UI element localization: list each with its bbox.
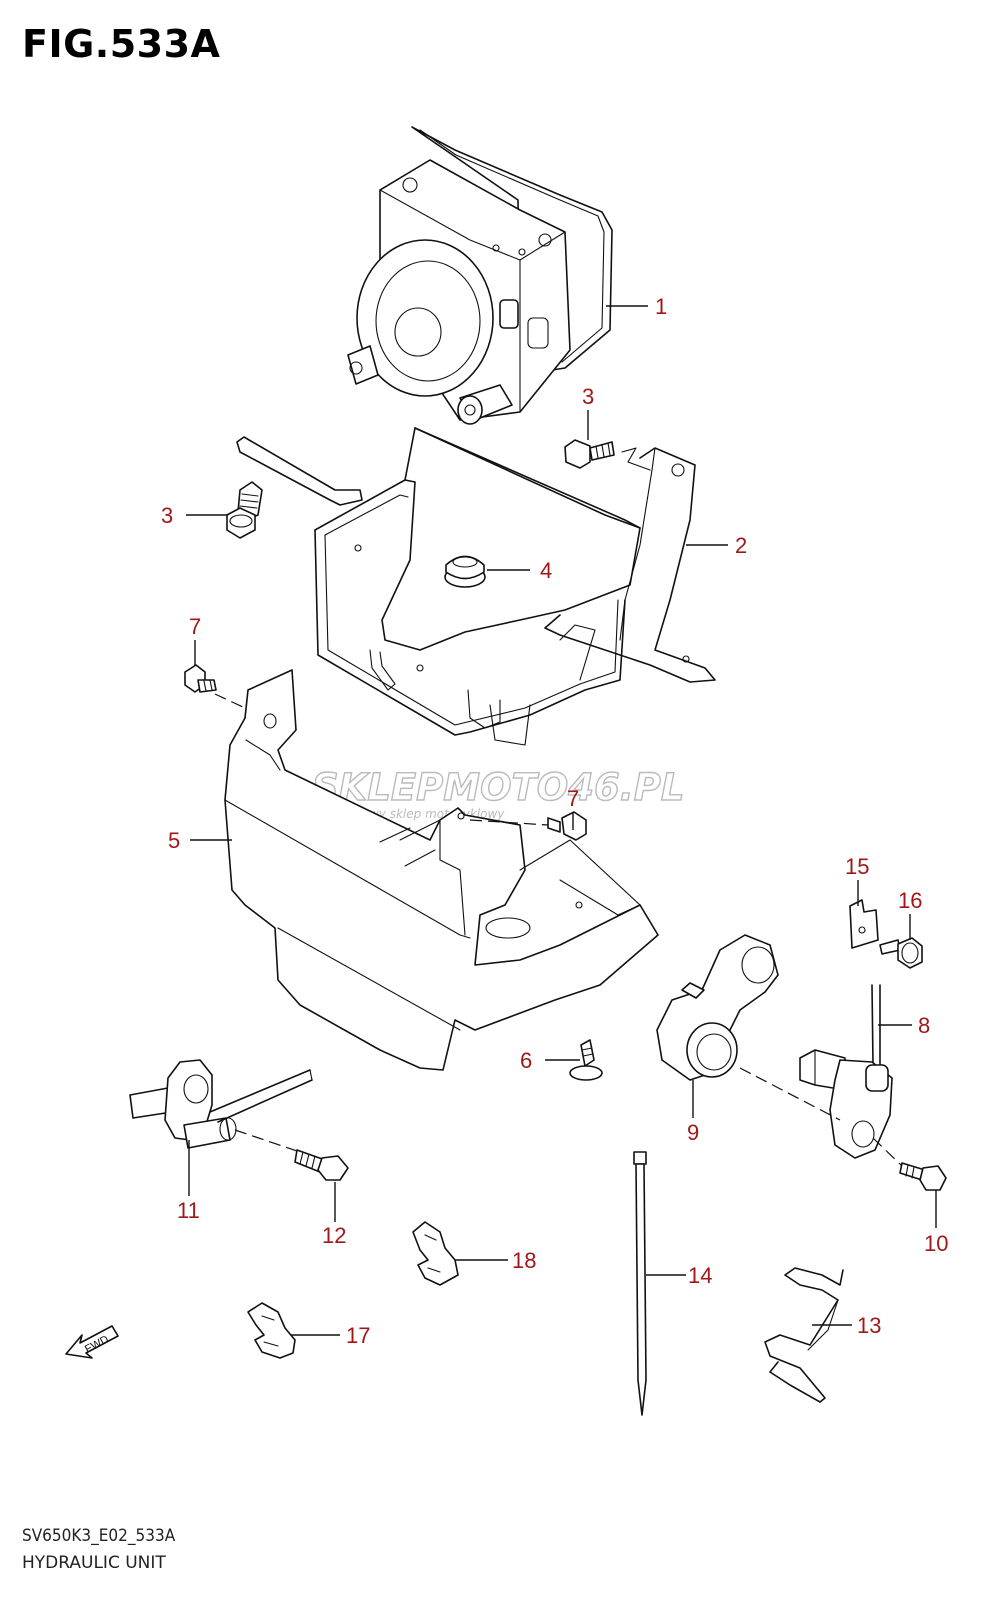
callout-13: 13 bbox=[857, 1313, 881, 1338]
part-15-clip[interactable] bbox=[849, 899, 879, 949]
part-6-screw[interactable] bbox=[569, 1039, 603, 1081]
figure-code: SV650K3_E02_533A bbox=[22, 1526, 176, 1546]
callout-2: 2 bbox=[735, 533, 747, 558]
callout-15: 15 bbox=[845, 854, 869, 879]
part-1-hydraulic-unit[interactable] bbox=[347, 126, 613, 425]
part-4-grommet[interactable] bbox=[444, 555, 486, 588]
watermark-brand: SKLEPMOTO46.PL bbox=[312, 766, 685, 809]
callout-5: 5 bbox=[168, 828, 180, 853]
callout-12: 12 bbox=[322, 1223, 346, 1248]
callout-17: 17 bbox=[346, 1323, 370, 1348]
figure-name: HYDRAULIC UNIT bbox=[22, 1553, 166, 1573]
watermark: SKLEPMOTO46.PL internetowy sklep motocyk… bbox=[311, 765, 685, 821]
fwd-label: FWD bbox=[83, 1333, 111, 1355]
part-17-clamp[interactable] bbox=[247, 1302, 296, 1359]
part-5-cover[interactable] bbox=[224, 669, 659, 1071]
part-11-sensor[interactable] bbox=[129, 1059, 313, 1149]
figure-title: FIG.533A bbox=[22, 22, 221, 66]
part-12-bolt[interactable] bbox=[294, 1149, 349, 1181]
callout-6: 6 bbox=[520, 1048, 532, 1073]
part-9-sensor-bracket[interactable] bbox=[656, 934, 779, 1081]
part-7-screw-left[interactable] bbox=[184, 664, 217, 693]
callout-14: 14 bbox=[688, 1263, 712, 1288]
leader-lines bbox=[186, 305, 937, 1336]
callout-11: 11 bbox=[177, 1198, 200, 1223]
callout-8: 8 bbox=[918, 1013, 930, 1038]
part-7-screw-right[interactable] bbox=[547, 811, 587, 841]
part-13-wire-clamp[interactable] bbox=[764, 1267, 844, 1403]
fwd-arrow: FWD bbox=[65, 1325, 119, 1359]
part-8-speed-sensor[interactable] bbox=[799, 984, 893, 1159]
part-3-bolt-upper[interactable] bbox=[564, 439, 651, 471]
part-2-bracket[interactable] bbox=[236, 427, 716, 746]
part-14-cable-tie[interactable] bbox=[633, 1151, 647, 1416]
callout-3-left: 3 bbox=[161, 503, 173, 528]
callout-4: 4 bbox=[540, 558, 552, 583]
callout-10: 10 bbox=[924, 1231, 948, 1256]
callout-3-upper: 3 bbox=[582, 384, 594, 409]
part-16-bolt[interactable] bbox=[879, 937, 923, 969]
callout-7-right: 7 bbox=[567, 786, 579, 811]
callout-1: 1 bbox=[655, 294, 667, 319]
callout-16: 16 bbox=[898, 888, 922, 913]
callout-numbers: 1 2 3 3 4 5 6 7 7 8 9 10 11 12 13 14 15 … bbox=[161, 294, 948, 1348]
assembly-lines bbox=[214, 693, 903, 1167]
part-18-clamp[interactable] bbox=[412, 1221, 459, 1286]
callout-18: 18 bbox=[512, 1248, 536, 1273]
part-3-bolt-left[interactable] bbox=[226, 481, 263, 539]
part-10-bolt[interactable] bbox=[899, 1162, 947, 1191]
callout-7-left: 7 bbox=[189, 614, 201, 639]
callout-9: 9 bbox=[687, 1120, 699, 1145]
